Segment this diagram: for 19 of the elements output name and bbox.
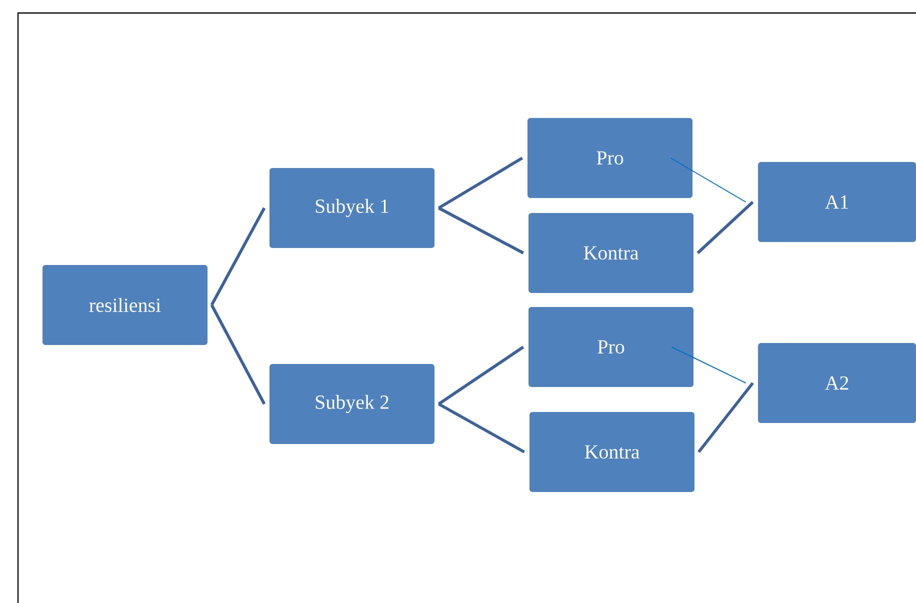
process-box: resiliensi [42,265,208,345]
connector-line [698,382,754,453]
process-box: Subyek 1 [270,168,434,248]
connector-line [438,206,524,254]
connector-line [438,402,526,454]
connector-line [210,207,266,306]
connector-line [696,200,754,254]
process-box: Pro [528,307,694,387]
process-box: A2 [758,343,916,423]
process-box: Subyek 2 [270,364,434,444]
connector-line [210,304,266,405]
connector-line [438,156,524,210]
process-box: Kontra [528,213,694,293]
process-box: Kontra [530,412,694,492]
connector-line [670,158,746,202]
process-box: A1 [758,162,916,242]
connector-line [438,346,524,406]
process-box: Pro [528,118,692,198]
connector-line [671,346,746,384]
